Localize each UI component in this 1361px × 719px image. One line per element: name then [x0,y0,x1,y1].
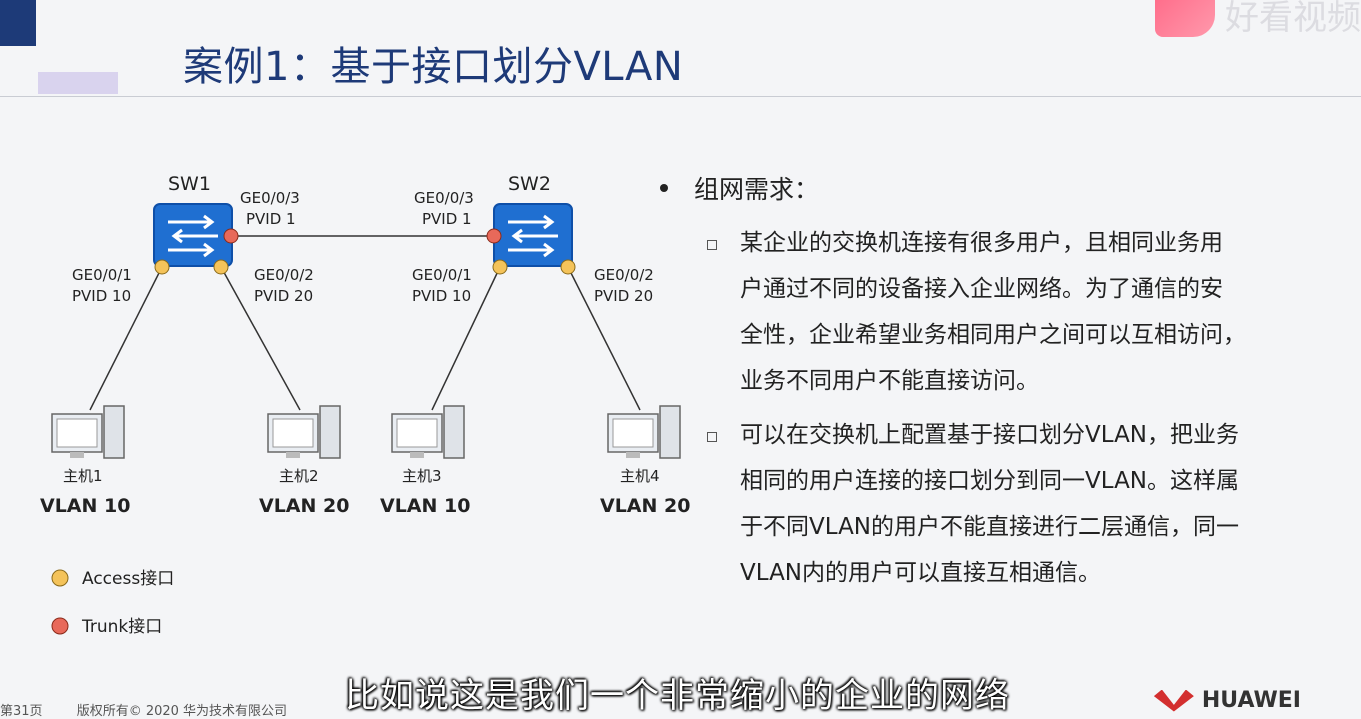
sw1-left-port-label: GE0/0/1 [72,266,132,284]
req2-line3: 于不同VLAN的用户不能直接进行二层通信，同一 [740,514,1240,540]
requirements-heading-text: 组网需求： [694,175,820,204]
host4-computer-icon [607,405,681,459]
slide-title: 案例1：基于接口划分VLAN [183,44,684,90]
requirement-item-1: 某企业的交换机连接有很多用户，且相同业务用 户通过不同的设备接入企业网络。为了通… [740,220,1330,404]
sw2-right-port-label: GE0/0/2 [594,266,654,284]
switch-sw1-icon [153,203,233,267]
watermark-text: 好看视频 [1225,0,1361,38]
host1-name: 主机1 [63,467,103,485]
host2-name: 主机2 [279,467,319,485]
sw1-right-pvid: PVID 20 [254,287,313,305]
title-divider [0,96,1361,97]
host1-vlan: VLAN 10 [40,495,130,517]
host3-vlan: VLAN 10 [380,495,470,517]
video-watermark: 好看视频 [1155,0,1361,38]
sw1-trunk-port-label: GE0/0/3 [240,189,300,207]
host4-name: 主机4 [620,467,660,485]
sub-bullet-square-icon [707,432,717,442]
sw1-trunk-port [223,228,239,244]
sw1-right-port-label: GE0/0/2 [254,266,314,284]
legend-access-label: Access接口 [82,569,174,589]
huawei-logo-icon [1153,689,1194,712]
haokan-logo-icon [1155,0,1215,37]
huawei-brand: HUAWEI [1153,688,1301,713]
sw2-trunk-port-label: GE0/0/3 [414,189,474,207]
req1-line2: 户通过不同的设备接入企业网络。为了通信的安 [740,276,1223,302]
sw2-right-pvid: PVID 20 [594,287,653,305]
copyright-text: 版权所有© 2020 华为技术有限公司 [76,704,288,719]
req2-line2: 相同的用户连接的接口划分到同一VLAN。这样属 [740,468,1240,494]
req1-line3: 全性，企业希望业务相同用户之间可以互相访问， [740,322,1246,348]
legend-trunk-label: Trunk接口 [81,617,162,637]
sw2-trunk-pvid: PVID 1 [422,210,472,228]
network-topology-diagram: SW1 SW2 GE0/0/3 PVID 1 GE0/0/3 PVID 1 GE… [40,173,690,637]
sw1-name: SW1 [168,173,211,195]
requirements-heading: 组网需求： [660,170,819,206]
link-sw2-host4 [567,266,641,411]
host3-computer-icon [391,405,465,459]
switch-sw2-icon [493,203,573,267]
host1-computer-icon [51,405,125,459]
sw2-left-pvid: PVID 10 [412,287,471,305]
link-sw1-host1 [89,266,163,411]
req2-line4: VLAN内的用户可以直接互相通信。 [740,560,1102,586]
link-sw1-host2 [220,266,301,411]
sw1-access-port-1 [154,259,170,275]
sw2-access-port-1 [492,259,508,275]
sw2-name: SW2 [508,173,551,195]
sw2-left-port-label: GE0/0/1 [412,266,472,284]
title-accent-bar [38,72,118,94]
sub-bullet-square-icon [707,240,717,250]
req1-line1: 某企业的交换机连接有很多用户，且相同业务用 [740,230,1223,256]
host2-vlan: VLAN 20 [259,495,349,517]
sw1-left-pvid: PVID 10 [72,287,131,305]
sw1-trunk-pvid: PVID 1 [246,210,296,228]
host4-vlan: VLAN 20 [600,495,690,517]
host2-computer-icon [267,405,341,459]
video-subtitle: 比如说这是我们一个非常缩小的企业的网络 [345,676,1010,716]
requirement-item-2: 可以在交换机上配置基于接口划分VLAN，把业务 相同的用户连接的接口划分到同一V… [740,412,1330,596]
host3-name: 主机3 [402,467,442,485]
link-sw2-host3 [431,266,501,411]
sw2-trunk-port [486,228,502,244]
sw2-access-port-2 [560,259,576,275]
legend-trunk-swatch [51,617,69,635]
legend-access-swatch [51,569,69,587]
bullet-dot-icon [660,184,668,192]
req1-line4: 业务不同用户不能直接访问。 [740,368,1039,394]
corner-decoration [0,0,36,46]
sw1-access-port-2 [213,259,229,275]
huawei-text: HUAWEI [1201,688,1301,713]
req2-line1: 可以在交换机上配置基于接口划分VLAN，把业务 [740,422,1240,448]
page-number: 第31页 [0,704,43,719]
